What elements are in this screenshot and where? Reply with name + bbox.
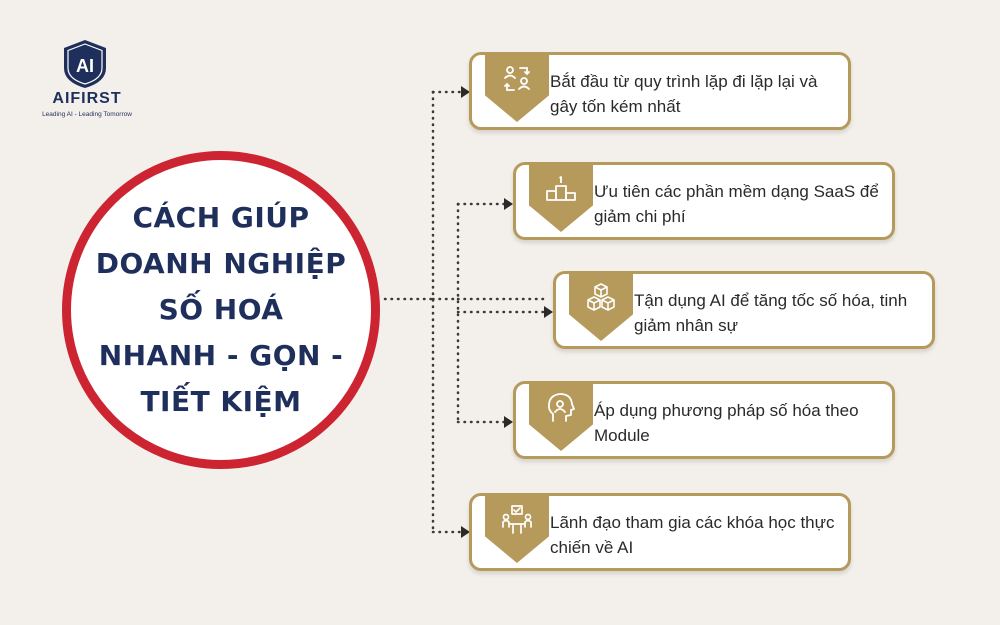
center-circle: CÁCH GIÚP DOANH NGHIỆP SỐ HOÁ NHANH - GỌ…	[62, 151, 380, 469]
head-profile-icon	[547, 393, 575, 422]
arrow-head-4	[504, 416, 513, 428]
cubes-icon	[587, 283, 615, 311]
people-exchange-icon	[504, 66, 530, 91]
item-text: Bắt đầu từ quy trình lặp đi lặp lại và g…	[550, 72, 818, 116]
logo-tagline: Leading AI - Leading Tomorrow	[42, 111, 132, 118]
item-badge	[569, 271, 633, 341]
logo-mark-text: AI	[76, 56, 94, 76]
item-badge	[529, 162, 593, 232]
title-line: DOANH NGHIỆP	[95, 247, 347, 280]
item-text: Áp dụng phương pháp số hóa theo Module	[594, 401, 859, 445]
item-card-4: Áp dụng phương pháp số hóa theo Module	[513, 381, 895, 459]
arrow-head-1	[461, 86, 470, 98]
arrow-head-5	[461, 526, 470, 538]
podium-icon	[546, 176, 576, 201]
logo-wordmark: AIFIRST	[52, 90, 122, 107]
item-card-1: Bắt đầu từ quy trình lặp đi lặp lại và g…	[469, 52, 851, 130]
arrow-head-2	[504, 198, 513, 210]
center-title: CÁCH GIÚP DOANH NGHIỆP SỐ HOÁ NHANH - GỌ…	[86, 195, 356, 425]
item-card-5: Lãnh đạo tham gia các khóa học thực chiế…	[469, 493, 851, 571]
item-text: Tận dụng AI để tăng tốc số hóa, tinh giả…	[634, 291, 908, 335]
arrow-head-3	[544, 306, 553, 318]
item-text: Ưu tiên các phần mềm dạng SaaS để giảm c…	[594, 182, 879, 226]
title-line: CÁCH GIÚP	[132, 201, 310, 234]
title-line: NHANH - GỌN -	[98, 339, 344, 372]
title-line: TIẾT KIỆM	[140, 385, 302, 418]
meeting-icon	[502, 505, 532, 534]
item-text: Lãnh đạo tham gia các khóa học thực chiế…	[550, 513, 835, 557]
item-card-3: Tận dụng AI để tăng tốc số hóa, tinh giả…	[553, 271, 935, 349]
shield-logo-icon: AI	[64, 40, 106, 88]
title-line: SỐ HOÁ	[158, 293, 284, 326]
item-badge	[529, 381, 593, 451]
item-badge	[485, 493, 549, 563]
item-card-2: Ưu tiên các phần mềm dạng SaaS để giảm c…	[513, 162, 895, 240]
item-badge	[485, 52, 549, 122]
